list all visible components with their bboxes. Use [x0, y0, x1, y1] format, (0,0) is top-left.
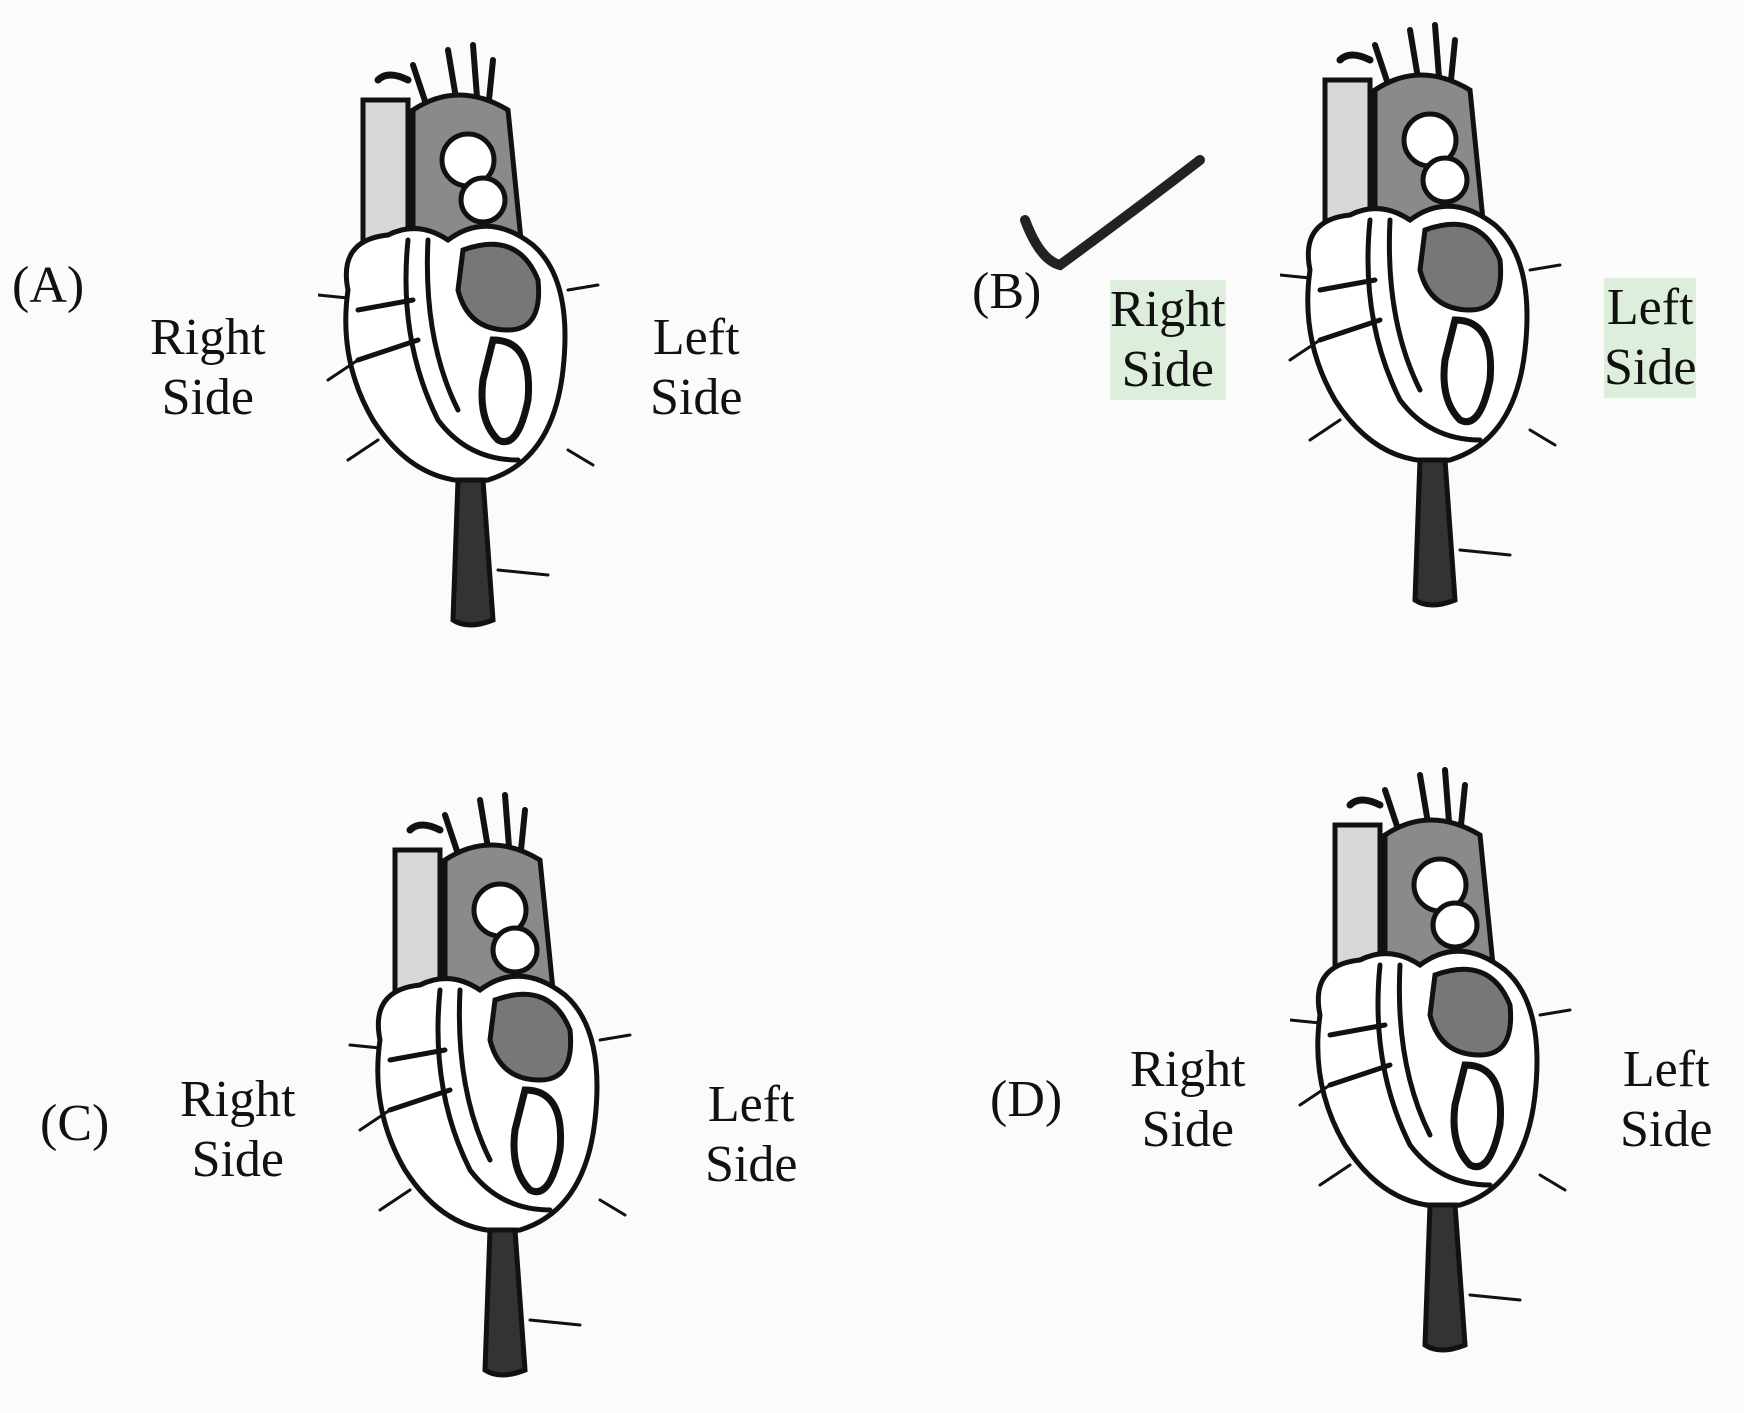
right-label: Right: [180, 1070, 296, 1130]
checkmark-icon: [1015, 150, 1215, 280]
left-label: Left: [1620, 1040, 1712, 1100]
side-label: Side: [1604, 338, 1696, 398]
right-label: Right: [1110, 280, 1226, 340]
right-label: Right: [1130, 1040, 1246, 1100]
right-side-label-b: Right Side: [1110, 280, 1226, 400]
side-label: Side: [1620, 1100, 1712, 1160]
left-label: Left: [705, 1075, 797, 1135]
side-label: Side: [650, 368, 742, 428]
left-side-label-c: Left Side: [705, 1075, 797, 1195]
heart-diagram-icon: [1280, 10, 1580, 650]
left-side-label-a: Left Side: [650, 308, 742, 428]
left-side-label-d: Left Side: [1620, 1040, 1712, 1160]
side-label: Side: [150, 368, 266, 428]
heart-diagram-icon: [340, 790, 660, 1410]
right-side-label-c: Right Side: [180, 1070, 296, 1190]
right-side-label-a: Right Side: [150, 308, 266, 428]
side-label: Side: [1130, 1100, 1246, 1160]
right-label: Right: [150, 308, 266, 368]
left-label: Left: [650, 308, 742, 368]
left-label: Left: [1604, 278, 1696, 338]
left-side-label-b: Left Side: [1604, 278, 1696, 398]
side-label: Side: [1110, 340, 1226, 400]
heart-diagram-icon: [1290, 760, 1590, 1390]
option-letter-a: (A): [12, 256, 84, 315]
option-letter-c: (C): [40, 1094, 109, 1153]
option-letter-d: (D): [990, 1070, 1062, 1129]
side-label: Side: [180, 1130, 296, 1190]
option-letter-b: (B): [972, 262, 1041, 321]
side-label: Side: [705, 1135, 797, 1195]
right-side-label-d: Right Side: [1130, 1040, 1246, 1160]
heart-diagram-icon: [318, 40, 618, 660]
